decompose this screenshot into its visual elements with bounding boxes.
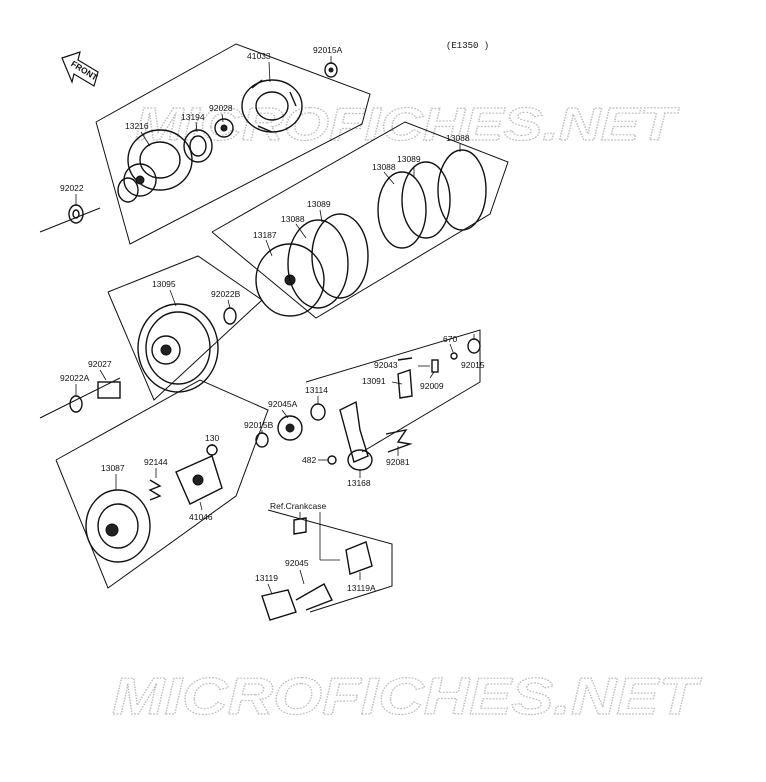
label-92009: 92009 xyxy=(420,381,444,391)
label-92022B: 92022B xyxy=(211,289,241,299)
label-92022A: 92022A xyxy=(60,373,90,383)
collar-13114 xyxy=(310,403,326,421)
label-13087: 13087 xyxy=(101,463,125,473)
bearing-92045A xyxy=(277,415,303,441)
label-41033: 41033 xyxy=(247,51,271,61)
label-92045: 92045 xyxy=(285,558,309,568)
label-13091: 13091 xyxy=(362,376,386,386)
bolt-130 xyxy=(206,444,218,456)
front-arrow-icon: FRONT xyxy=(61,51,100,87)
label-13089-a: 13089 xyxy=(397,154,421,164)
bearing-92028 xyxy=(214,118,234,138)
label-92028: 92028 xyxy=(209,103,233,113)
label-41046: 41046 xyxy=(189,512,213,522)
clutch-shoe-41033 xyxy=(241,79,303,133)
collar-92027 xyxy=(97,381,121,399)
label-ref-crankcase: Ref.Crankcase xyxy=(270,501,326,511)
washer-92022A xyxy=(69,395,83,413)
watermark-bottom: MICROFICHES.NET xyxy=(112,668,702,726)
label-92144: 92144 xyxy=(144,457,168,467)
label-92027: 92027 xyxy=(88,359,112,369)
label-92081: 92081 xyxy=(386,457,410,467)
clutch-hub-13087 xyxy=(85,489,151,563)
lever-13119A xyxy=(345,541,373,575)
diagram-code: (E1350 ) xyxy=(446,41,489,51)
label-13088-c: 13088 xyxy=(281,214,305,224)
label-13119A: 13119A xyxy=(347,583,376,593)
ref-crankcase-bolt xyxy=(293,517,307,535)
clutch-plates-stack xyxy=(255,149,487,317)
label-92015: 92015 xyxy=(461,360,485,370)
label-13114: 13114 xyxy=(305,385,328,395)
label-92015A: 92015A xyxy=(313,45,343,55)
label-92043: 92043 xyxy=(374,360,398,370)
label-13095: 13095 xyxy=(152,279,176,289)
label-13088-b: 13088 xyxy=(372,162,396,172)
label-92022: 92022 xyxy=(60,183,84,193)
label-670: 670 xyxy=(443,334,457,344)
leader-lines xyxy=(75,56,475,595)
washer-92022B xyxy=(223,307,237,325)
watermark-top: MICROFICHES.NET xyxy=(135,98,680,150)
label-13194: 13194 xyxy=(181,112,205,122)
label-13089-b: 13089 xyxy=(307,199,331,209)
washer-92022 xyxy=(68,204,84,224)
clutch-housing-13095 xyxy=(137,303,219,393)
lever-13119 xyxy=(261,583,333,621)
spring-92144 xyxy=(148,479,162,501)
spring-92081 xyxy=(385,428,413,453)
label-92015B: 92015B xyxy=(244,420,274,430)
label-13168: 13168 xyxy=(347,478,371,488)
label-13216: 13216 xyxy=(125,121,149,131)
label-13119: 13119 xyxy=(255,573,278,583)
plate-41046 xyxy=(175,455,223,505)
part-labels: 41033 92015A 92028 13194 13216 92022 130… xyxy=(60,45,485,593)
label-92045A: 92045A xyxy=(268,399,298,409)
nut-92015A xyxy=(324,62,338,78)
needle-bearing-13194 xyxy=(183,129,213,163)
label-482: 482 xyxy=(302,455,316,465)
label-130: 130 xyxy=(205,433,219,443)
label-13088-a: 13088 xyxy=(446,133,470,143)
washer-92015B xyxy=(255,432,269,448)
label-13187: 13187 xyxy=(253,230,277,240)
small-parts-top xyxy=(327,338,481,465)
